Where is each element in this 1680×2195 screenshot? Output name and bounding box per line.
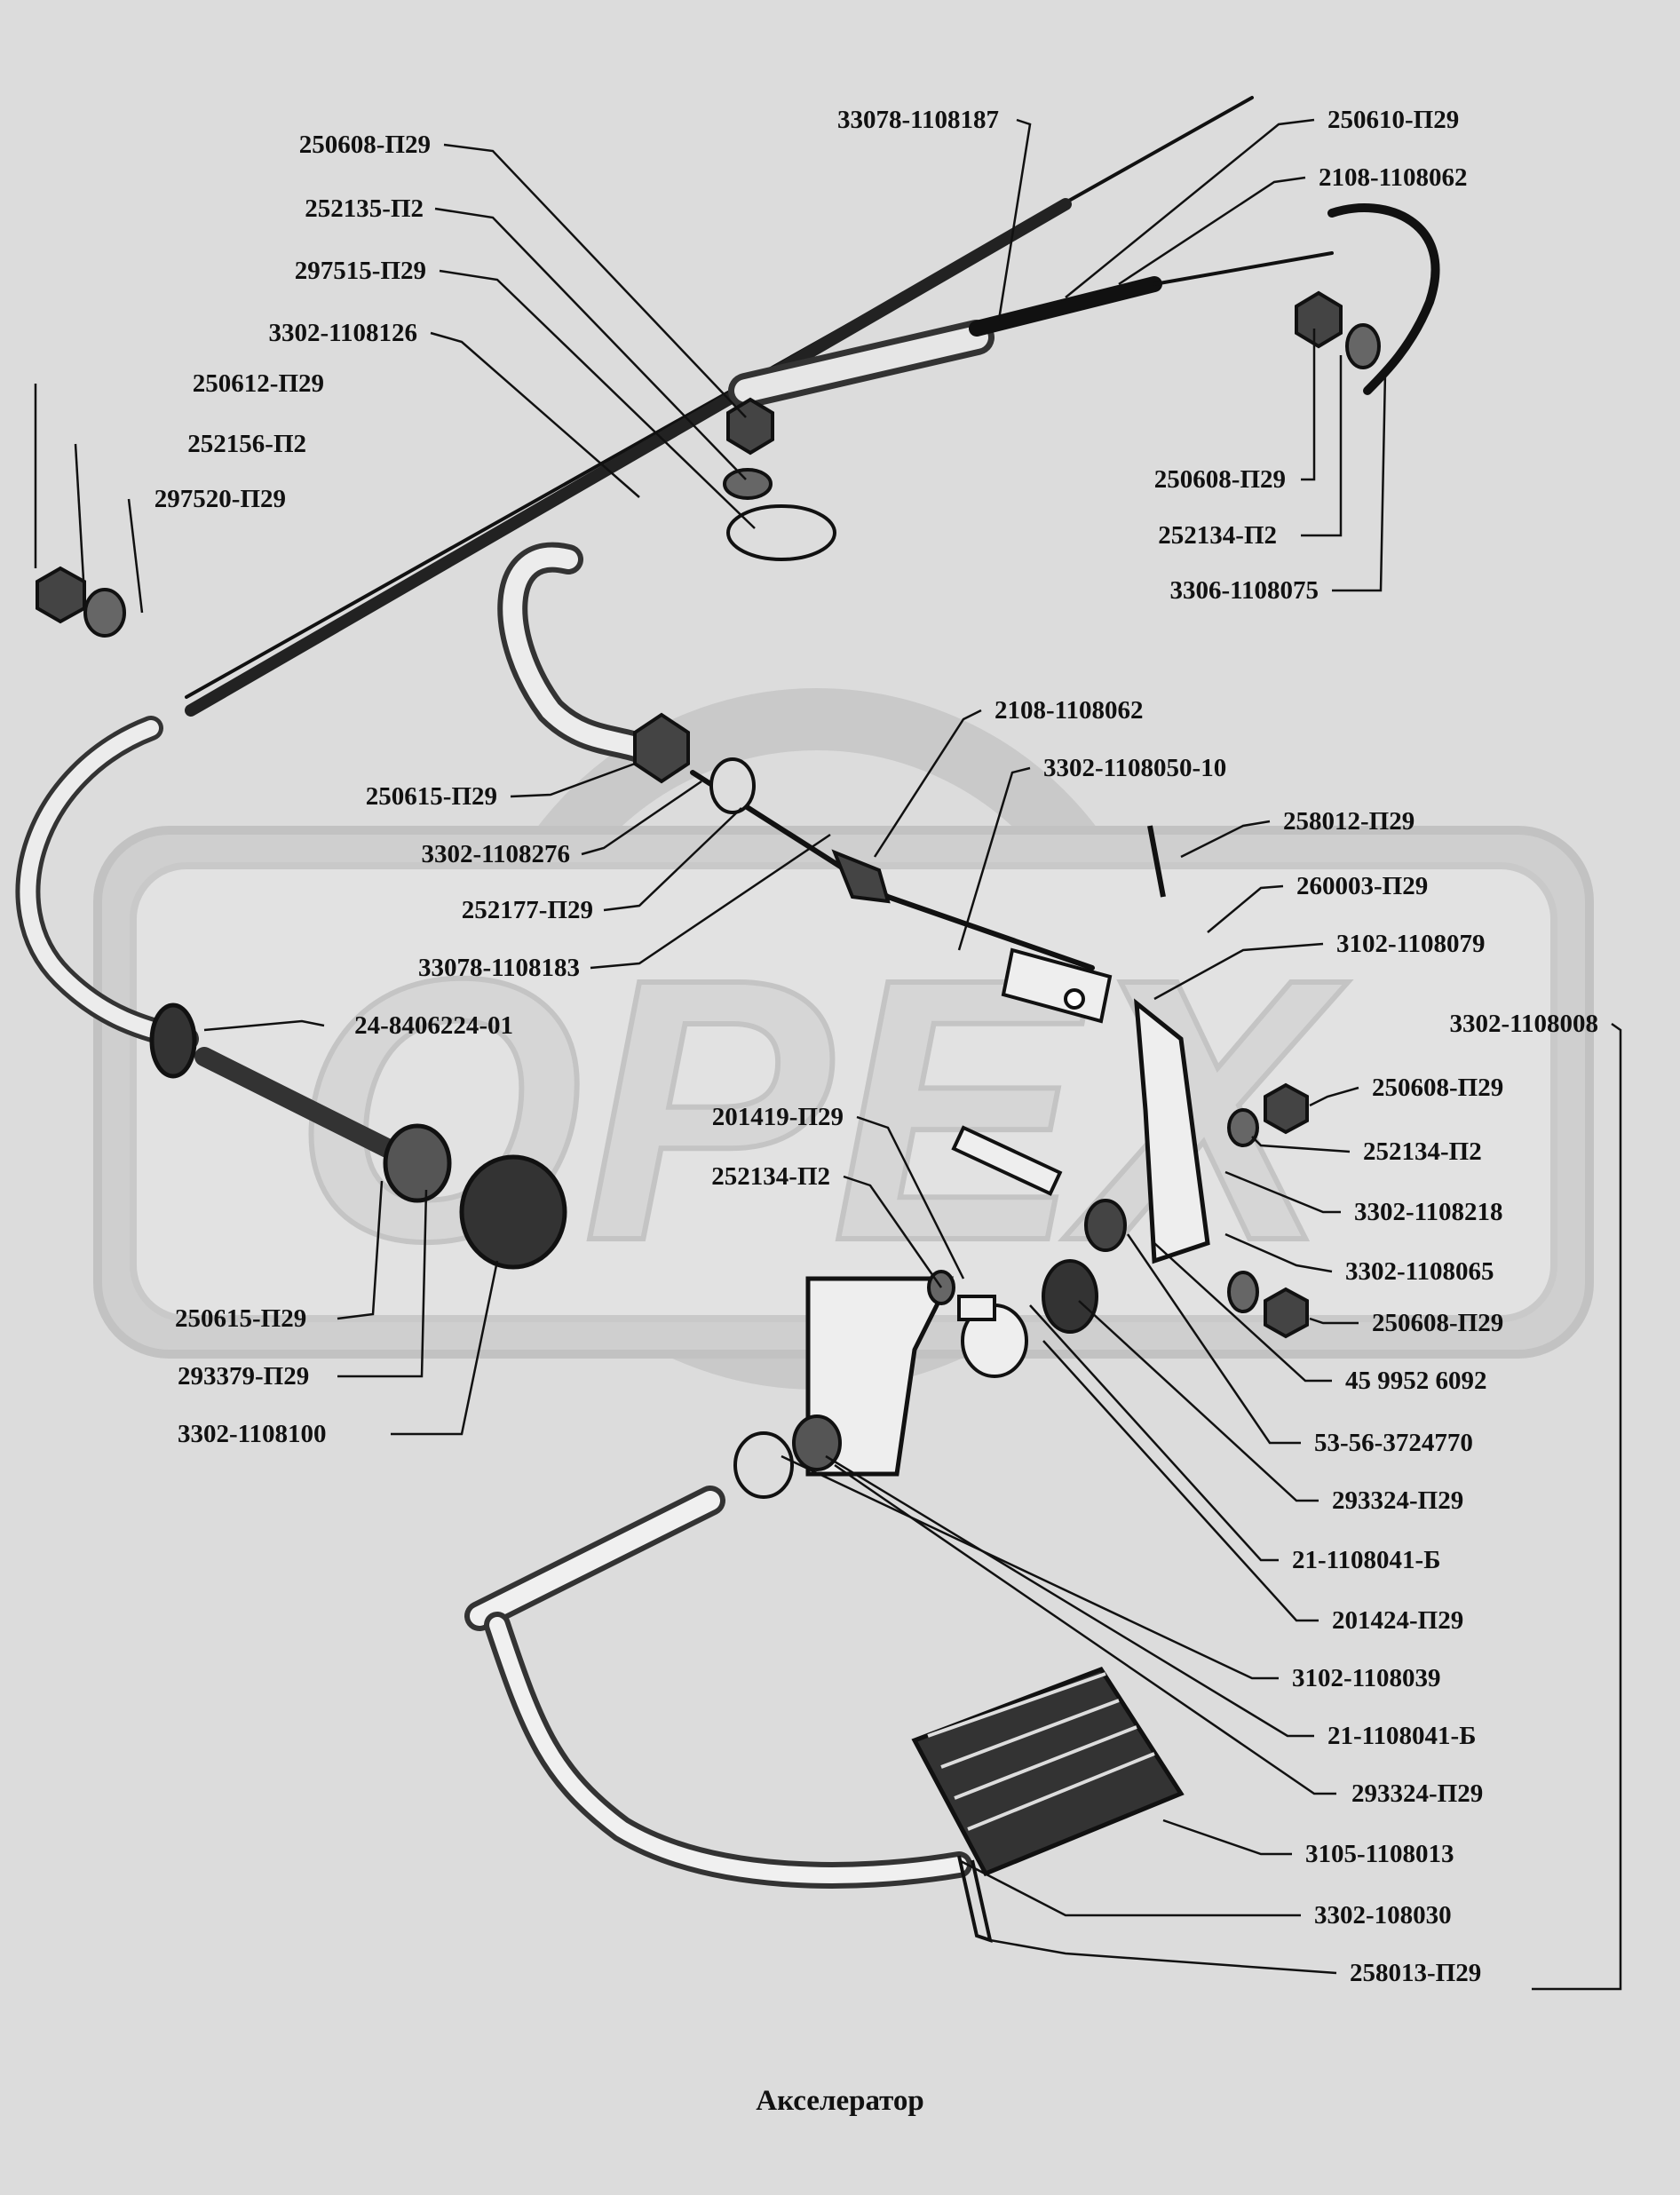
part-number-label: 3302-1108126: [268, 319, 417, 347]
part-number-label: 2108-1108062: [1319, 163, 1468, 192]
leader-line: [1532, 1022, 1622, 1991]
leader-line: [590, 833, 831, 970]
leader-line: [1042, 1340, 1319, 1622]
leader-line: [957, 766, 1031, 951]
part-number-label: 33078-1108187: [836, 106, 999, 134]
part-number-label: 258012-П29: [1283, 807, 1415, 836]
cable-clevis: [831, 825, 1166, 1024]
part-number-label: 201424-П29: [1332, 1606, 1464, 1635]
part-number-label: 258013-П29: [1350, 1959, 1482, 1987]
fasteners: [36, 290, 1381, 1499]
part-number-label: 252135-П2: [305, 194, 424, 223]
part-number-label: 21-1108041-Б: [1327, 1722, 1477, 1750]
split-pin: [957, 1855, 993, 1944]
part-number-label: 3102-1108039: [1292, 1664, 1441, 1692]
leader-line: [1029, 1304, 1279, 1562]
leader-line: [1332, 372, 1387, 592]
leader-line: [603, 807, 742, 912]
leader-line: [989, 1938, 1337, 1975]
part-number-label: 252177-П29: [461, 896, 593, 924]
leader-line: [1153, 942, 1324, 1001]
part-number-label: 3102-1108079: [1336, 930, 1486, 958]
leader-line: [1309, 1317, 1359, 1325]
leader-line: [834, 1463, 1336, 1795]
leader-line: [127, 498, 144, 614]
part-number-label: 260003-П29: [1296, 872, 1429, 900]
part-number-label: 3306-1108075: [1169, 576, 1319, 605]
part-number-label: 45 9952 6092: [1345, 1367, 1487, 1395]
leader-line: [439, 269, 756, 529]
leader-line: [203, 1019, 325, 1032]
leader-line: [1309, 1086, 1359, 1107]
part-number-label: 21-1108041-Б: [1292, 1546, 1441, 1574]
part-number-label: 3302-1108100: [178, 1420, 327, 1448]
hand-throttle-knob: [149, 1002, 567, 1270]
leader-line: [337, 1189, 428, 1378]
leader-line: [337, 1180, 384, 1320]
cable-assembly: [15, 96, 1440, 1889]
leader-line: [1153, 1242, 1332, 1383]
leader-line: [1301, 355, 1343, 537]
leader-line: [1126, 1233, 1301, 1445]
leader-line: [1301, 329, 1316, 481]
part-number-label: 3302-1108218: [1354, 1198, 1503, 1226]
part-number-label: 3302-1108276: [421, 840, 570, 868]
part-number-label: 252134-П2: [711, 1162, 830, 1191]
leader-line: [825, 1454, 1314, 1738]
part-number-label: 293324-П29: [1351, 1779, 1484, 1808]
leader-line: [958, 1858, 1301, 1917]
part-number-label: 53-56-3724770: [1314, 1429, 1473, 1457]
leader-line: [1065, 118, 1315, 298]
leader-line: [391, 1260, 499, 1436]
part-number-label: 293324-П29: [1332, 1486, 1464, 1515]
leader-line: [997, 118, 1032, 321]
pedal-pad: [911, 1666, 1185, 1877]
leader-line: [1224, 1170, 1341, 1214]
part-number-label: 250608-П29: [1153, 465, 1286, 494]
part-number-label: 297515-П29: [294, 257, 426, 285]
part-number-label: 2108-1108062: [995, 696, 1144, 725]
leader-line: [74, 443, 86, 596]
part-number-label: 3302-1108008: [1449, 1010, 1598, 1038]
part-number-label: 250610-П29: [1327, 106, 1460, 134]
leader-line: [843, 1175, 943, 1288]
part-number-label: 252134-П2: [1363, 1137, 1482, 1166]
leader-line: [1207, 884, 1284, 933]
leader-line: [1224, 1232, 1333, 1273]
part-number-label: 250615-П29: [175, 1304, 307, 1333]
leader-line: [510, 762, 636, 798]
leader-line: [873, 709, 982, 858]
leader-line: [1118, 176, 1306, 286]
part-number-label: 3105-1108013: [1305, 1840, 1454, 1868]
leader-line: [1162, 1819, 1292, 1856]
leader-line: [430, 331, 640, 498]
leader-line: [581, 780, 702, 856]
leader-line: [434, 207, 747, 480]
part-number-label: 293379-П29: [178, 1362, 310, 1391]
part-number-label: 250615-П29: [365, 782, 497, 811]
diagram-title: Акселератор: [756, 2085, 924, 2117]
part-number-label: 250608-П29: [1372, 1074, 1504, 1102]
part-number-label: 252134-П2: [1158, 521, 1277, 550]
part-number-label: 3302-1108065: [1345, 1257, 1494, 1286]
part-number-label: 24-8406224-01: [354, 1011, 513, 1040]
leader-lines: [34, 118, 1622, 1991]
part-number-label: 252156-П2: [187, 430, 306, 458]
leader-line: [781, 1454, 1279, 1680]
part-number-label: 3302-1108050-10: [1043, 754, 1227, 782]
part-number-label: 250608-П29: [298, 131, 431, 159]
leader-line: [856, 1115, 965, 1280]
part-number-label: 33078-1108183: [417, 954, 580, 982]
part-number-label: 201419-П29: [711, 1103, 844, 1131]
leader-line: [1078, 1300, 1319, 1502]
part-number-label: 297520-П29: [154, 485, 286, 513]
part-number-label: 3302-108030: [1314, 1901, 1452, 1930]
part-number-label: 250612-П29: [192, 369, 324, 398]
leader-line: [1251, 1136, 1351, 1153]
part-number-label: 250608-П29: [1372, 1309, 1504, 1337]
leader-line: [443, 143, 747, 418]
leader-line: [1180, 820, 1271, 859]
